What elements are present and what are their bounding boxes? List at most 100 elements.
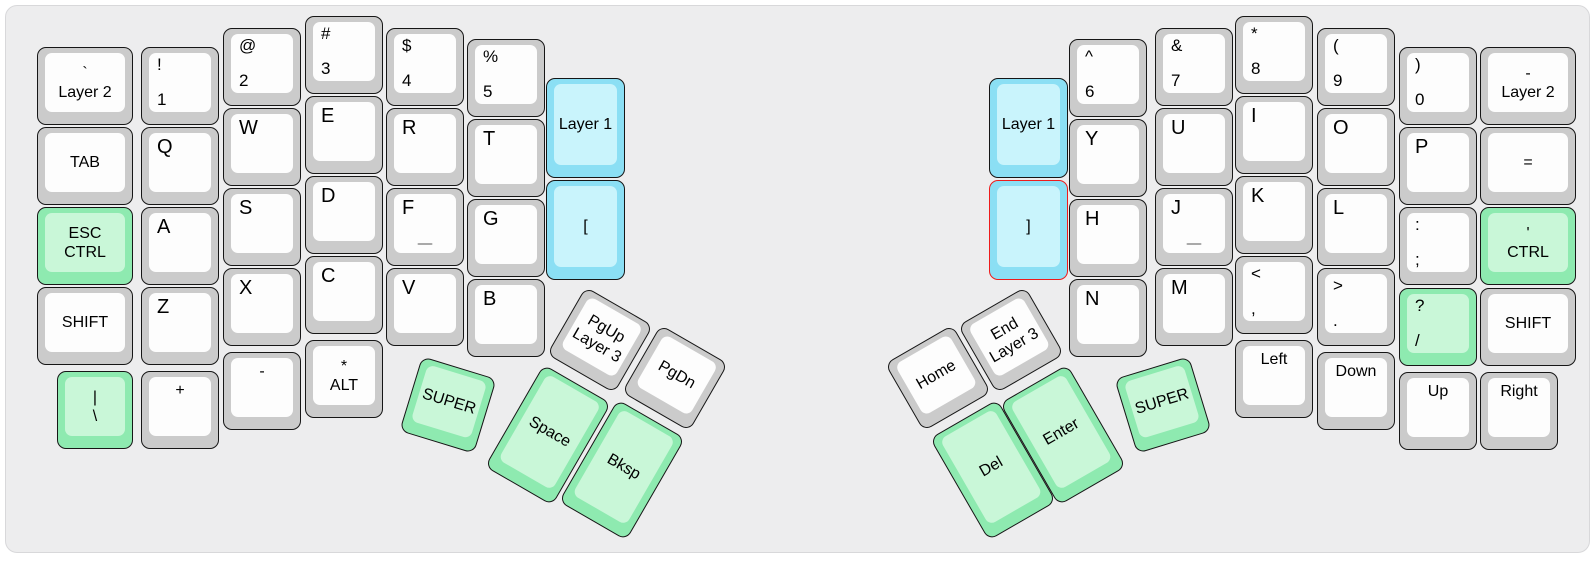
key-7[interactable]: &7 bbox=[1155, 28, 1233, 106]
key-grave-layer2-label-1: Layer 2 bbox=[58, 83, 112, 101]
key-x-label-0: X bbox=[239, 277, 253, 299]
key-4[interactable]: $4 bbox=[386, 28, 464, 106]
key-star-alt[interactable]: *ALT bbox=[305, 340, 383, 418]
key-plus[interactable]: + bbox=[141, 371, 219, 449]
key-up-cap: Up bbox=[1407, 378, 1469, 437]
key-right-label-0: Right bbox=[1500, 383, 1538, 400]
key-6[interactable]: ^6 bbox=[1069, 39, 1147, 117]
key-down[interactable]: Down bbox=[1317, 352, 1395, 430]
key-left[interactable]: Left bbox=[1235, 340, 1313, 418]
key-3[interactable]: #3 bbox=[305, 16, 383, 94]
key-super-left[interactable]: SUPER bbox=[399, 356, 497, 454]
key-b-label-0: B bbox=[483, 288, 497, 310]
key-tab[interactable]: TAB bbox=[37, 127, 133, 205]
key-super-right[interactable]: SUPER bbox=[1114, 356, 1212, 454]
key-4-cap: $4 bbox=[394, 34, 456, 93]
key-up[interactable]: Up bbox=[1399, 372, 1477, 450]
key-question-slash[interactable]: ?/ bbox=[1399, 288, 1477, 366]
key-3-label-1: 3 bbox=[321, 59, 331, 78]
key-rbracket[interactable]: ] bbox=[989, 180, 1068, 280]
key-u-label-0: U bbox=[1171, 117, 1186, 139]
key-right[interactable]: Right bbox=[1480, 372, 1558, 450]
key-b[interactable]: B bbox=[467, 279, 545, 357]
key-5-label-1: 5 bbox=[483, 82, 493, 101]
key-y-label-0: Y bbox=[1085, 128, 1099, 150]
key-9[interactable]: (9 bbox=[1317, 28, 1395, 106]
key-lbracket[interactable]: [ bbox=[546, 180, 625, 280]
key-layer1-left-cap: Layer 1 bbox=[554, 84, 617, 165]
key-del-label-0: Del bbox=[976, 453, 1006, 481]
key-f[interactable]: F bbox=[386, 188, 464, 266]
key-8[interactable]: *8 bbox=[1235, 16, 1313, 94]
key-1-label-0: ! bbox=[157, 55, 162, 74]
key-n[interactable]: N bbox=[1069, 279, 1147, 357]
key-shift-right[interactable]: SHIFT bbox=[1480, 288, 1576, 366]
key-i[interactable]: I bbox=[1235, 96, 1313, 174]
key-w[interactable]: W bbox=[223, 108, 301, 186]
key-d[interactable]: D bbox=[305, 176, 383, 254]
key-w-cap: W bbox=[231, 114, 293, 173]
key-period[interactable]: >. bbox=[1317, 268, 1395, 346]
key-c[interactable]: C bbox=[305, 256, 383, 334]
key-p[interactable]: P bbox=[1399, 127, 1477, 205]
key-5[interactable]: %5 bbox=[467, 39, 545, 117]
key-pipe-backslash-label-0: | bbox=[92, 388, 98, 406]
key-semicolon-cap: :; bbox=[1407, 213, 1469, 272]
key-6-label-0: ^ bbox=[1085, 47, 1093, 66]
key-q[interactable]: Q bbox=[141, 127, 219, 205]
key-1[interactable]: !1 bbox=[141, 47, 219, 125]
key-semicolon-label-1: ; bbox=[1415, 250, 1420, 269]
key-0[interactable]: )0 bbox=[1399, 47, 1477, 125]
key-quote-ctrl-label-0: ' bbox=[1526, 224, 1530, 242]
key-r-cap: R bbox=[394, 114, 456, 173]
key-9-label-0: ( bbox=[1333, 36, 1339, 55]
key-j[interactable]: J bbox=[1155, 188, 1233, 266]
key-4-label-0: $ bbox=[402, 36, 412, 55]
key-grave-layer2[interactable]: `Layer 2 bbox=[37, 47, 133, 125]
key-m[interactable]: M bbox=[1155, 268, 1233, 346]
key-m-label-0: M bbox=[1171, 277, 1188, 299]
key-v[interactable]: V bbox=[386, 268, 464, 346]
key-quote-ctrl[interactable]: 'CTRL bbox=[1480, 207, 1576, 285]
key-8-cap: *8 bbox=[1243, 22, 1305, 81]
key-s[interactable]: S bbox=[223, 188, 301, 266]
key-e[interactable]: E bbox=[305, 96, 383, 174]
key-x[interactable]: X bbox=[223, 268, 301, 346]
key-y[interactable]: Y bbox=[1069, 119, 1147, 197]
key-semicolon[interactable]: :; bbox=[1399, 207, 1477, 285]
key-9-label-1: 9 bbox=[1333, 71, 1343, 90]
key-o[interactable]: O bbox=[1317, 108, 1395, 186]
key-3-cap: #3 bbox=[313, 22, 375, 81]
key-l[interactable]: L bbox=[1317, 188, 1395, 266]
key-star-alt-cap: *ALT bbox=[313, 346, 375, 405]
key-z[interactable]: Z bbox=[141, 287, 219, 365]
key-s-cap: S bbox=[231, 194, 293, 253]
key-u[interactable]: U bbox=[1155, 108, 1233, 186]
key-a[interactable]: A bbox=[141, 207, 219, 285]
key-v-cap: V bbox=[394, 274, 456, 333]
key-k[interactable]: K bbox=[1235, 176, 1313, 254]
key-tab-cap: TAB bbox=[45, 133, 125, 192]
key-layer1-left[interactable]: Layer 1 bbox=[546, 78, 625, 178]
key-grave-layer2-label-0: ` bbox=[82, 64, 88, 82]
key-g[interactable]: G bbox=[467, 199, 545, 277]
key-h-label-0: H bbox=[1085, 208, 1100, 230]
key-t[interactable]: T bbox=[467, 119, 545, 197]
key-shift-left[interactable]: SHIFT bbox=[37, 287, 133, 365]
key-layer1-right[interactable]: Layer 1 bbox=[989, 78, 1068, 178]
key-comma-label-1: , bbox=[1251, 299, 1256, 318]
key-2[interactable]: @2 bbox=[223, 28, 301, 106]
key-h[interactable]: H bbox=[1069, 199, 1147, 277]
key-equals[interactable]: = bbox=[1480, 127, 1576, 205]
key-minus-left[interactable]: - bbox=[223, 352, 301, 430]
key-comma[interactable]: <, bbox=[1235, 256, 1313, 334]
key-r[interactable]: R bbox=[386, 108, 464, 186]
key-left-cap: Left bbox=[1243, 346, 1305, 405]
key-esc-ctrl-label-1: CTRL bbox=[64, 243, 106, 261]
key-layer1-right-cap: Layer 1 bbox=[997, 84, 1060, 165]
key-pipe-backslash[interactable]: |\ bbox=[57, 371, 133, 449]
key-minus-layer2[interactable]: -Layer 2 bbox=[1480, 47, 1576, 125]
